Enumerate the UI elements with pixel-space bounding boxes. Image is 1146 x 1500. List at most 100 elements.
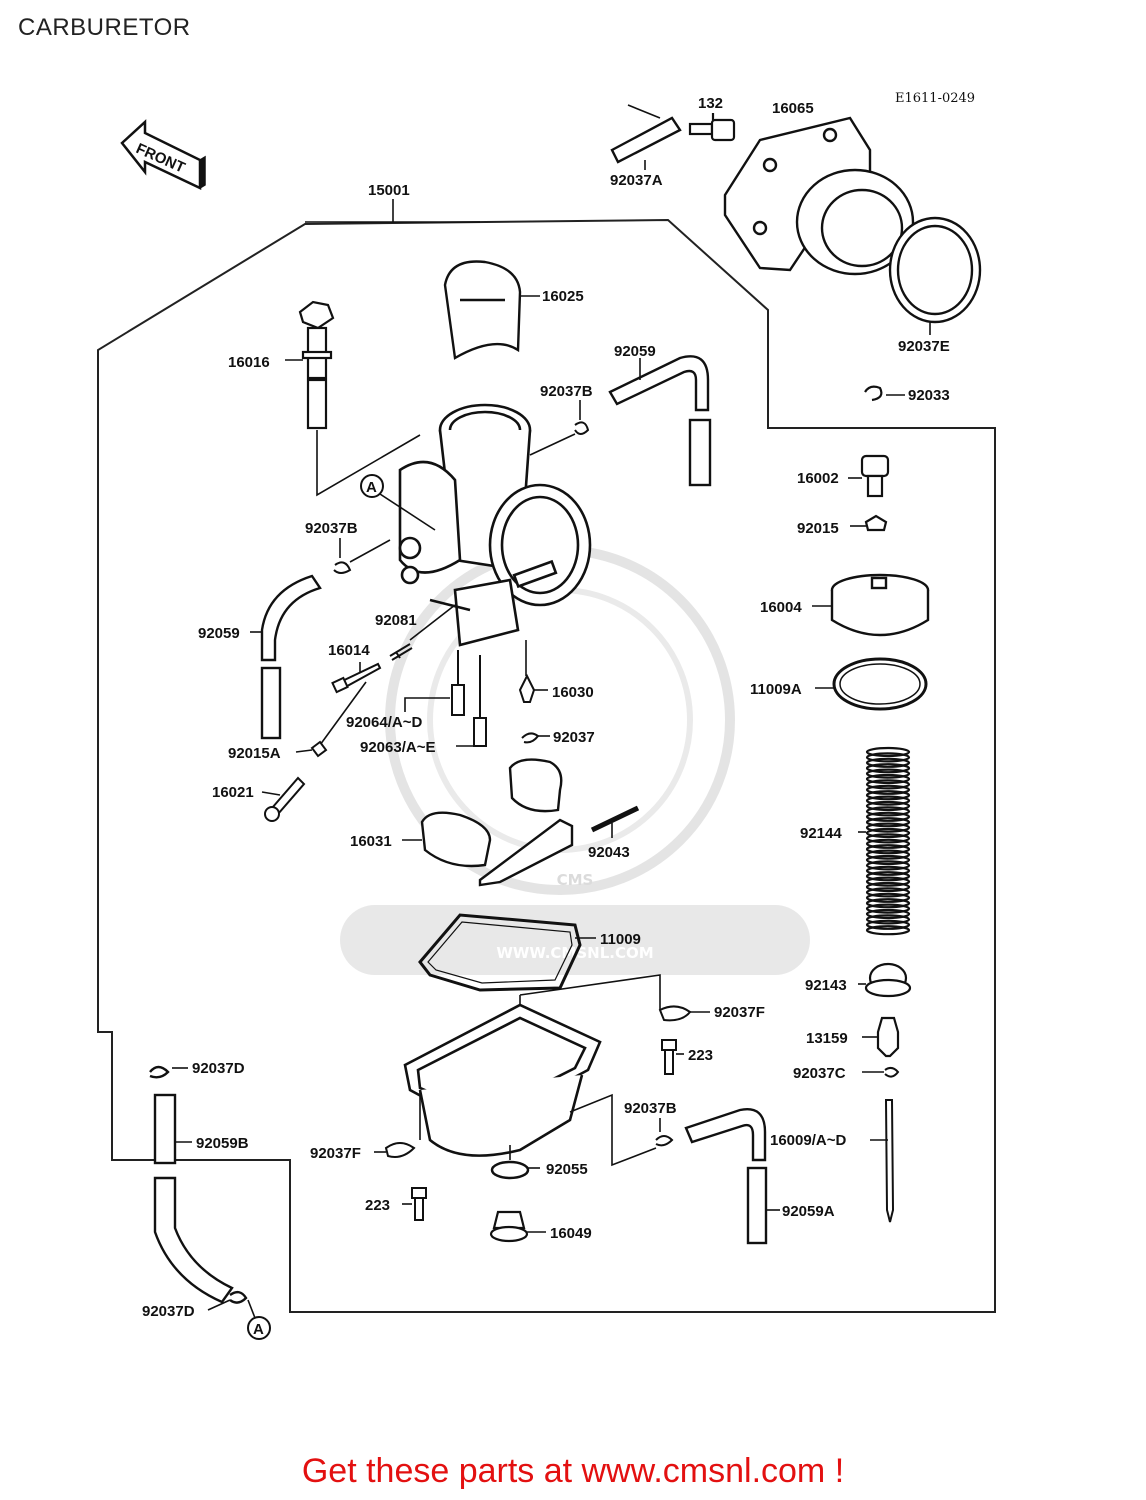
screw-223-top-part [661,1039,677,1075]
spring-coil [865,806,911,817]
cap-92143-part [864,962,912,998]
washer-92015-part [864,514,888,532]
part-label: 92064/A~D [346,714,422,731]
part-label: 92037F [310,1145,361,1162]
part-label: 16009/A~D [770,1132,846,1149]
part-label: 92081 [375,612,417,629]
watermark-brand: CMS [557,871,594,889]
main-jet-part [451,650,487,747]
part-label: 132 [698,95,723,112]
part-label: 92059B [196,1135,249,1152]
spring-coil [865,887,911,898]
drain-plug-16049-part [489,1210,529,1243]
screw-16002-part [860,454,890,498]
gasket-11009-part [418,913,582,992]
spring-coil [865,833,911,844]
part-label: 92037B [540,383,593,400]
reference-code: E1611-0249 [895,91,975,106]
part-label: 92063/A~E [360,739,435,756]
float-16031-part [420,758,574,887]
hose-92059-top-part [608,355,712,487]
part-label: 92037A [610,172,663,189]
spring-coil [865,800,911,812]
part-label: 92037B [624,1100,677,1117]
part-label: 92037C [793,1065,846,1082]
screw-16014-part [331,662,382,694]
spring-coil [865,773,911,785]
part-label: 92037D [192,1060,245,1077]
callout-a-bottom-marker: A [247,1299,271,1340]
spring-coil [865,763,911,774]
footer-link[interactable]: Get these parts at www.cmsnl.com ! [301,1452,845,1490]
screw-223-bottom-part [411,1187,427,1221]
spring-coil [865,881,911,893]
part-label: 15001 [368,182,410,199]
spring-coil [865,827,911,839]
part-label: 16031 [350,833,392,850]
spring-coil [865,919,911,930]
part-label: 16014 [328,642,370,659]
part-label: 92059 [198,625,240,642]
spring-coil [865,811,911,822]
spring-coil [865,822,911,833]
spring-coil [865,817,911,828]
spring-coil [865,903,911,914]
carburetor-body-part [398,403,592,647]
spring-coil [865,898,911,909]
washer-92015a-part [310,740,328,758]
spring-coil [865,784,911,795]
part-label: 92037D [142,1303,195,1320]
hose-92059-left-part [260,574,322,740]
part-label: 16025 [542,288,584,305]
spring-92144-part [865,746,911,936]
part-label: 92015 [797,520,839,537]
part-label: 16065 [772,100,814,117]
spring-coil [865,768,911,779]
part-label: 92144 [800,825,842,842]
air-screw-part [298,300,335,430]
spring-coil [865,838,911,849]
spring-coil [865,876,911,887]
bolt-132-part [688,113,736,142]
part-label: 16030 [552,684,594,701]
clip-92037f-bottom-part [384,1142,416,1158]
spring-coil [865,908,911,920]
callout-a-marker: A [360,474,436,531]
part-labels: 15001 132 16065 92037A 16025 16016 92059… [142,95,950,1320]
front-arrow-icon: FRONT [120,119,206,190]
svg-text:A: A [253,1321,264,1338]
svg-text:A: A [366,479,377,496]
part-label: 13159 [806,1030,848,1047]
float-bowl-part [403,1003,602,1157]
part-label: 11009A [750,681,802,698]
part-label: 16002 [797,470,839,487]
part-label: 16004 [760,599,802,616]
part-label: 92059A [782,1203,835,1220]
spring-coil [865,757,911,768]
o-ring-92055-part [490,1160,530,1180]
spring-coil [865,854,911,866]
spring-coil [865,779,911,790]
spring-coil [865,746,911,758]
part-label: 92143 [805,977,847,994]
needle-jet-13159-part [876,1016,900,1058]
part-label: 223 [688,1047,713,1064]
spring-coil [865,795,911,806]
o-ring-11009a-part [832,657,928,711]
part-label: 92015A [228,745,281,762]
screw-16021-part [264,776,306,822]
intake-manifold-part [723,116,982,324]
spring-92081-part [389,643,413,661]
part-label: 16021 [212,784,254,801]
pin-92043-part [590,805,640,833]
assembly-boundary [97,218,996,1313]
spring-coil [865,865,911,876]
part-label: 92037 [553,729,595,746]
page-title: CARBURETOR [18,14,191,41]
part-label: 11009 [600,931,641,948]
float-valve-16030-part [518,673,536,703]
spring-coil [865,914,911,925]
part-label: 92037E [898,338,950,355]
part-label: 223 [365,1197,390,1214]
part-label: 16049 [550,1225,592,1242]
